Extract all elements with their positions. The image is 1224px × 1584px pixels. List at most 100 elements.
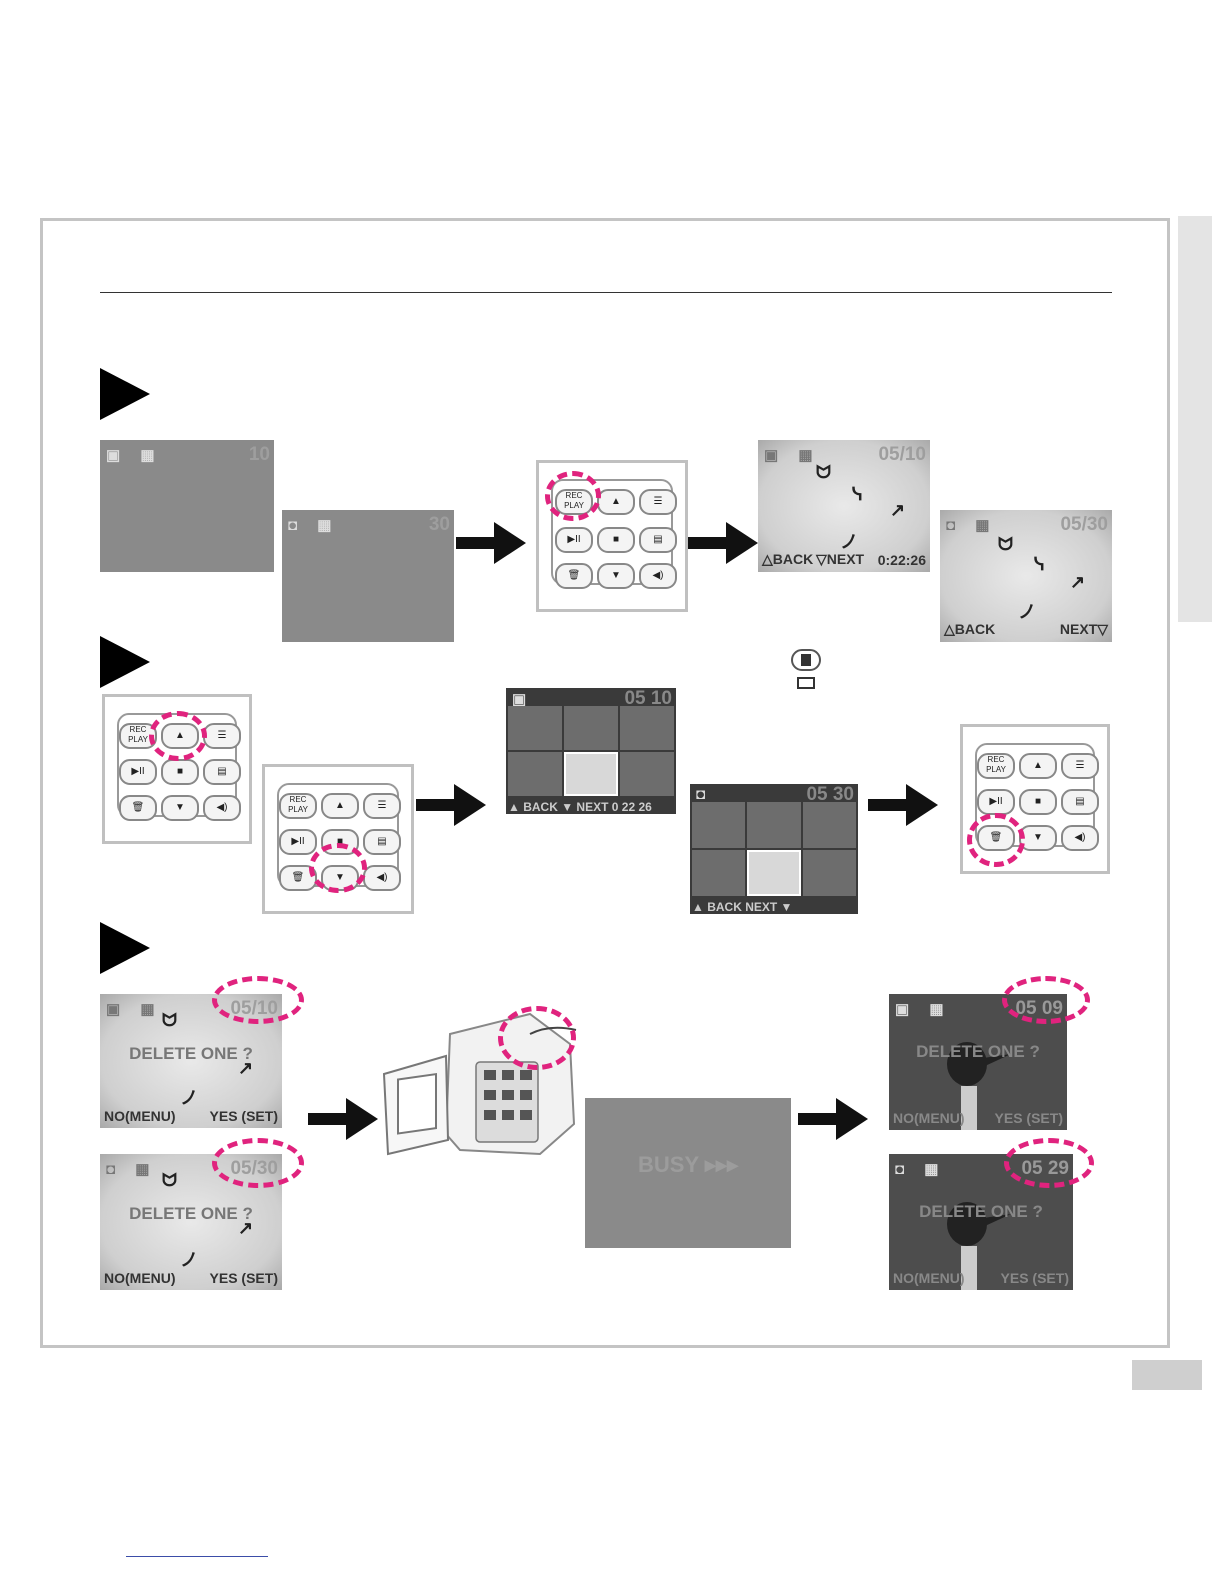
- step-1-marker: [100, 368, 150, 420]
- remote-keypad-delete: REC PLAY ▲ ☰ ▶II ■ ▤ 🗑 ▼ ◀): [960, 724, 1110, 874]
- highlight-ring: [967, 813, 1025, 867]
- screen-busy: BUSY ▸▸▸: [585, 1098, 791, 1248]
- bird-icon: ᓭ: [852, 484, 863, 504]
- stop-button[interactable]: ■: [1019, 789, 1057, 815]
- remote-keypad-down: REC PLAY ▲ ☰ ▶II ■ ▤ 🗑 ▼ ◀): [262, 764, 414, 914]
- busy-label: BUSY ▸▸▸: [638, 1152, 738, 1177]
- bird-icon: ノ: [180, 1088, 198, 1108]
- bird-icon: ↗: [890, 500, 906, 520]
- bird-icon: ᓭ: [1034, 554, 1045, 574]
- play-pause-button[interactable]: ▶II: [555, 527, 593, 553]
- bird-icon: ↗: [238, 1218, 254, 1238]
- file-counter: 05 10: [624, 688, 672, 709]
- delete-button[interactable]: 🗑: [555, 563, 593, 589]
- video-mode-icon: ▣: [512, 691, 535, 708]
- next-label: ▽NEXT: [816, 551, 865, 567]
- down-button[interactable]: ▼: [597, 563, 635, 589]
- screen-video-thumbnails: ▣ 05 10 ▲ BACK ▼ NEXT 0 22 26: [506, 688, 676, 814]
- bird-icon: ᗢ: [816, 462, 831, 482]
- volume-button[interactable]: ◀): [639, 563, 677, 589]
- down-button[interactable]: ▼: [1019, 825, 1057, 851]
- mode-button[interactable]: ☰: [639, 489, 677, 515]
- file-counter: 05/30: [1060, 514, 1108, 535]
- photo-mode-icon: ◘: [696, 786, 714, 803]
- bird-icon: ᗢ: [998, 534, 1013, 554]
- file-counter: 30: [428, 514, 450, 535]
- bird-icon: ノ: [180, 1250, 198, 1270]
- video-mode-icon: ▣ ▦: [895, 1001, 952, 1018]
- bird-icon: ᗢ: [162, 1170, 177, 1190]
- footer-link-underline: [126, 1556, 268, 1557]
- bird-icon: ノ: [1018, 602, 1036, 622]
- thumbnail-grid: [692, 802, 856, 896]
- highlight-ring: [1004, 1138, 1094, 1188]
- step-2-marker: [100, 636, 150, 688]
- play-pause-button[interactable]: ▶II: [977, 789, 1015, 815]
- yes-option[interactable]: YES (SET): [209, 1108, 278, 1124]
- content-frame: [40, 218, 1170, 1348]
- next-label: NEXT▽: [1059, 621, 1108, 637]
- remote-keypad-rec: REC PLAY ▲ ☰ ▶II ■ ▤ 🗑 ▼ ◀): [536, 460, 688, 612]
- screen-video-playback: ▣ ▦ 05/10 ᗢ ᓭ ↗ ノ △BACK ▽NEXT 0:22:26: [758, 440, 930, 572]
- menu-button[interactable]: ▤: [363, 829, 401, 855]
- photo-mode-icon: ◘ ▦: [895, 1161, 947, 1178]
- back-label: △BACK: [762, 551, 814, 567]
- mode-button[interactable]: ☰: [363, 793, 401, 819]
- delete-prompt: DELETE ONE ?: [129, 1204, 253, 1223]
- file-counter: 10: [248, 444, 270, 465]
- photo-mode-icon: ◘ ▦: [106, 1161, 158, 1178]
- arrow-right-icon: [416, 784, 486, 826]
- bird-icon: ↗: [1070, 572, 1086, 592]
- up-button[interactable]: ▲: [1019, 753, 1057, 779]
- video-mode-icon: ▣ ▦: [106, 1001, 163, 1018]
- menu-button[interactable]: ▤: [203, 759, 241, 785]
- bird-icon: ᗢ: [162, 1010, 177, 1030]
- yes-option[interactable]: YES (SET): [994, 1110, 1063, 1126]
- kingfisher-icon: [947, 1042, 1011, 1130]
- highlight-ring: [149, 711, 207, 761]
- delete-prompt: DELETE ONE ?: [919, 1202, 1043, 1221]
- volume-button[interactable]: ◀): [363, 865, 401, 891]
- page-number-box: [1132, 1360, 1202, 1390]
- stop-button[interactable]: ■: [161, 759, 199, 785]
- arrow-right-icon: [688, 522, 758, 564]
- rec-play-button[interactable]: REC PLAY: [279, 793, 317, 819]
- title-rule: [100, 292, 1112, 293]
- trash-icon: [786, 648, 826, 690]
- yes-option[interactable]: YES (SET): [1000, 1270, 1069, 1286]
- bird-icon: ↗: [238, 1058, 254, 1078]
- menu-button[interactable]: ▤: [1061, 789, 1099, 815]
- volume-button[interactable]: ◀): [203, 795, 241, 821]
- arrow-right-icon: [456, 522, 526, 564]
- delete-prompt: DELETE ONE ?: [129, 1044, 253, 1063]
- up-button[interactable]: ▲: [597, 489, 635, 515]
- rec-play-button[interactable]: REC PLAY: [977, 753, 1015, 779]
- back-label: △BACK: [944, 621, 996, 637]
- arrow-right-icon: [868, 784, 938, 826]
- no-option[interactable]: NO(MENU): [893, 1270, 965, 1286]
- yes-option[interactable]: YES (SET): [209, 1270, 278, 1286]
- arrow-right-icon: [798, 1098, 868, 1140]
- volume-button[interactable]: ◀): [1061, 825, 1099, 851]
- video-mode-icon: ▣ ▦: [764, 447, 821, 464]
- nav-footer: ▲ BACK ▼ NEXT 0 22 26: [508, 800, 652, 814]
- play-pause-button[interactable]: ▶II: [279, 829, 317, 855]
- up-button[interactable]: ▲: [321, 793, 359, 819]
- no-option[interactable]: NO(MENU): [104, 1108, 176, 1124]
- highlight-ring: [545, 471, 601, 521]
- no-option[interactable]: NO(MENU): [893, 1110, 965, 1126]
- play-pause-button[interactable]: ▶II: [119, 759, 157, 785]
- arrow-right-icon: [308, 1098, 378, 1140]
- screen-photo-blank: ◘ ▦ 30: [282, 510, 454, 642]
- delete-button[interactable]: 🗑: [119, 795, 157, 821]
- mode-button[interactable]: ☰: [203, 723, 241, 749]
- file-counter: 05/10: [878, 444, 926, 465]
- menu-button[interactable]: ▤: [639, 527, 677, 553]
- highlight-ring: [212, 976, 304, 1024]
- down-button[interactable]: ▼: [161, 795, 199, 821]
- no-option[interactable]: NO(MENU): [104, 1270, 176, 1286]
- stop-button[interactable]: ■: [597, 527, 635, 553]
- screen-video-blank: ▣ ▦ 10: [100, 440, 274, 572]
- screen-photo-thumbnails: ◘ 05 30 ▲ BACK NEXT ▼: [690, 784, 858, 914]
- mode-button[interactable]: ☰: [1061, 753, 1099, 779]
